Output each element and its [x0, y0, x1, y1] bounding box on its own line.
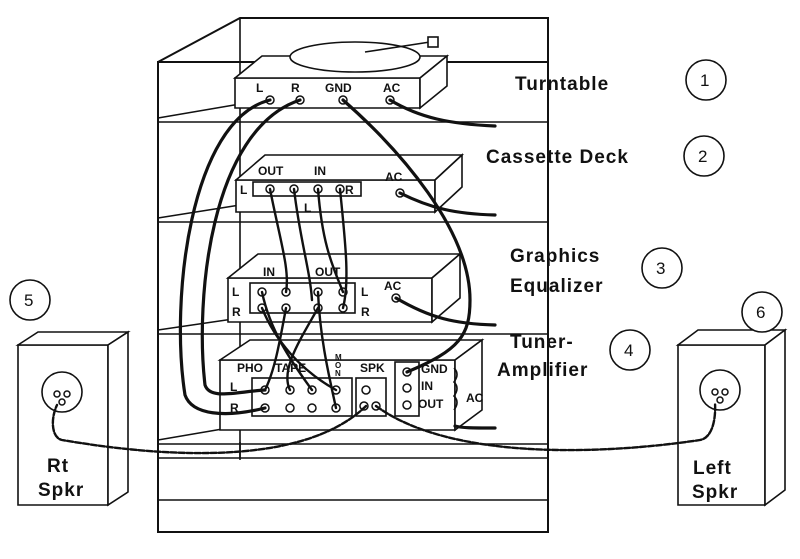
- cassette-mid-l-label: L: [304, 201, 311, 215]
- equalizer-r2-label: R: [361, 305, 370, 319]
- tuner-label-line1: Tuner-: [510, 332, 574, 353]
- tuner-in-label: IN: [421, 379, 433, 393]
- cassette-in-label: IN: [314, 164, 326, 178]
- equalizer-unit: IN OUT L R L R AC: [225, 252, 463, 324]
- cassette-out-label: OUT: [258, 164, 284, 178]
- right-speaker: Rt Spkr: [15, 330, 131, 507]
- left-speaker-line1: Left: [693, 458, 732, 479]
- tuner-spk-label: SPK: [360, 361, 385, 375]
- number-2-label: 2: [698, 147, 707, 166]
- tuner-ac-label: AC: [466, 391, 484, 405]
- cassette-l-label: L: [240, 183, 247, 197]
- equalizer-r-label: R: [232, 305, 241, 319]
- platter-icon: [289, 41, 421, 73]
- tuner-r-label: R: [230, 401, 239, 415]
- tuner-out-label: OUT: [418, 397, 444, 411]
- number-6-badge: [741, 291, 783, 333]
- number-1-badge: [685, 59, 727, 101]
- cassette-r-label: R: [345, 183, 354, 197]
- equalizer-in-label: IN: [263, 265, 275, 279]
- wiring: [51, 98, 717, 455]
- turntable-ac-label: AC: [383, 81, 401, 95]
- tuner-gnd-label: GND: [421, 362, 448, 376]
- cassette-deck-unit: OUT IN L R L AC: [233, 153, 465, 215]
- number-1-label: 1: [700, 71, 709, 90]
- cassette-deck-label: Cassette Deck: [486, 147, 629, 168]
- turntable-label: Turntable: [515, 74, 609, 95]
- turntable-r-label: R: [291, 81, 300, 95]
- turntable-unit: L R GND AC: [232, 36, 450, 110]
- number-3-badge: [641, 247, 683, 289]
- equalizer-l-label: L: [232, 285, 239, 299]
- right-speaker-line2: Spkr: [38, 480, 84, 501]
- tuner-l-label: L: [230, 380, 237, 394]
- right-speaker-line1: Rt: [47, 456, 69, 477]
- number-3-label: 3: [656, 259, 665, 278]
- equalizer-label-line1: Graphics: [510, 246, 600, 267]
- turntable-l-label: L: [256, 81, 263, 95]
- equalizer-ac-label: AC: [384, 279, 402, 293]
- component-labels: Turntable 1 Cassette Deck 2 Graphics Equ…: [9, 59, 783, 381]
- number-4-badge: [609, 329, 651, 371]
- tuner-label-line2: Amplifier: [497, 360, 588, 381]
- number-5-label: 5: [24, 291, 33, 310]
- turntable-gnd-label: GND: [325, 81, 352, 95]
- left-speaker: Left Spkr: [675, 328, 788, 507]
- cassette-ac-label: AC: [385, 170, 403, 184]
- number-6-label: 6: [756, 303, 765, 322]
- number-2-badge: [683, 135, 725, 177]
- tuner-pho-label: PHO: [237, 361, 263, 375]
- number-4-label: 4: [624, 341, 633, 360]
- number-5-badge: [9, 279, 51, 321]
- left-speaker-line2: Spkr: [692, 482, 738, 503]
- equalizer-l2-label: L: [361, 285, 368, 299]
- equalizer-label-line2: Equalizer: [510, 276, 603, 297]
